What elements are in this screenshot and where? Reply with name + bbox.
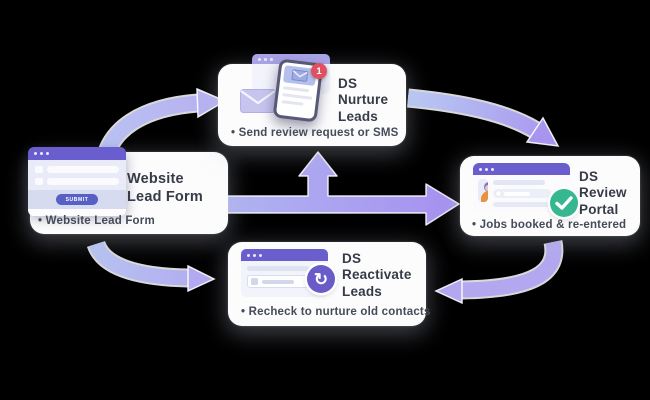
toggle-knob [496,191,501,196]
window-dot-icon [479,167,482,171]
toggle-field [493,189,551,198]
checkbox-placeholder [35,166,43,173]
card-caption: • Jobs booked & re-entered [472,219,627,231]
text-line [493,202,565,207]
envelope-icon [291,69,309,82]
user-avatar [478,179,488,202]
window-dot-icon [264,57,267,61]
window-dot-icon [247,253,250,257]
card-ds-reactivate-leads: ↻ DS Reactivate Leads • Recheck to nurtu… [228,242,430,326]
arrow-lead-to-reactivate [86,240,216,293]
input-placeholder [47,178,119,185]
arrow-nurture-to-review [407,88,560,147]
submit-button: SUBMIT [56,194,98,205]
text-line [262,279,294,284]
form-footer-band: SUBMIT [28,190,126,209]
avatar-body [480,191,488,202]
text-line [283,85,310,93]
card-caption: • Send review request or SMS [231,127,399,139]
window-dot-icon [253,253,256,257]
card-caption: • Website Lead Form [38,215,155,227]
window-titlebar [241,249,328,261]
text-line [504,191,530,196]
contact-thumbnail [251,278,258,285]
card-website-lead-form: SUBMIT Website Lead Form • Website Lead … [28,147,228,234]
card-caption: • Recheck to nurture old contacts [241,306,431,318]
message-thumbnail [282,65,317,86]
text-line [282,92,313,100]
window-dot-icon [270,57,273,61]
text-line [493,180,545,185]
form-field-row [35,178,119,185]
window-dot-icon [34,152,37,155]
window-titlebar [473,163,570,175]
text-line [247,266,309,271]
notification-badge: 1 [311,63,327,79]
avatar-face [485,184,488,191]
window-dot-icon [491,167,494,171]
phone-graphic [272,58,324,123]
contact-row [247,275,311,288]
window-footer [28,209,126,216]
window-titlebar [28,147,126,160]
card-ds-nurture-leads: 1 DS Nurture Leads • Send review request… [218,54,406,146]
card-title: DS Nurture Leads [338,76,389,124]
checkbox-placeholder [35,178,43,185]
envelope-icon [240,89,276,113]
card-title: Website Lead Form [127,171,203,205]
window-dot-icon [46,152,49,155]
card-title: DS Review Portal [579,169,627,217]
text-line [281,99,304,106]
form-field-row [35,166,119,173]
input-placeholder [47,166,119,173]
lead-form-window-graphic: SUBMIT [28,147,126,216]
window-dot-icon [259,253,262,257]
card-title: DS Reactivate Leads [342,251,412,299]
window-dot-icon [40,152,43,155]
success-check-icon [550,189,578,217]
window-dot-icon [485,167,488,171]
phone-screen [275,61,321,120]
window-dot-icon [258,57,261,61]
lead-form-body: SUBMIT [28,160,126,216]
arrow-review-to-reactivate [434,240,564,305]
browser-window-graphic [473,163,570,212]
card-ds-review-portal: DS Review Portal • Jobs booked & re-ente… [460,156,640,236]
browser-body [473,175,570,212]
refresh-icon: ↻ [307,265,335,293]
